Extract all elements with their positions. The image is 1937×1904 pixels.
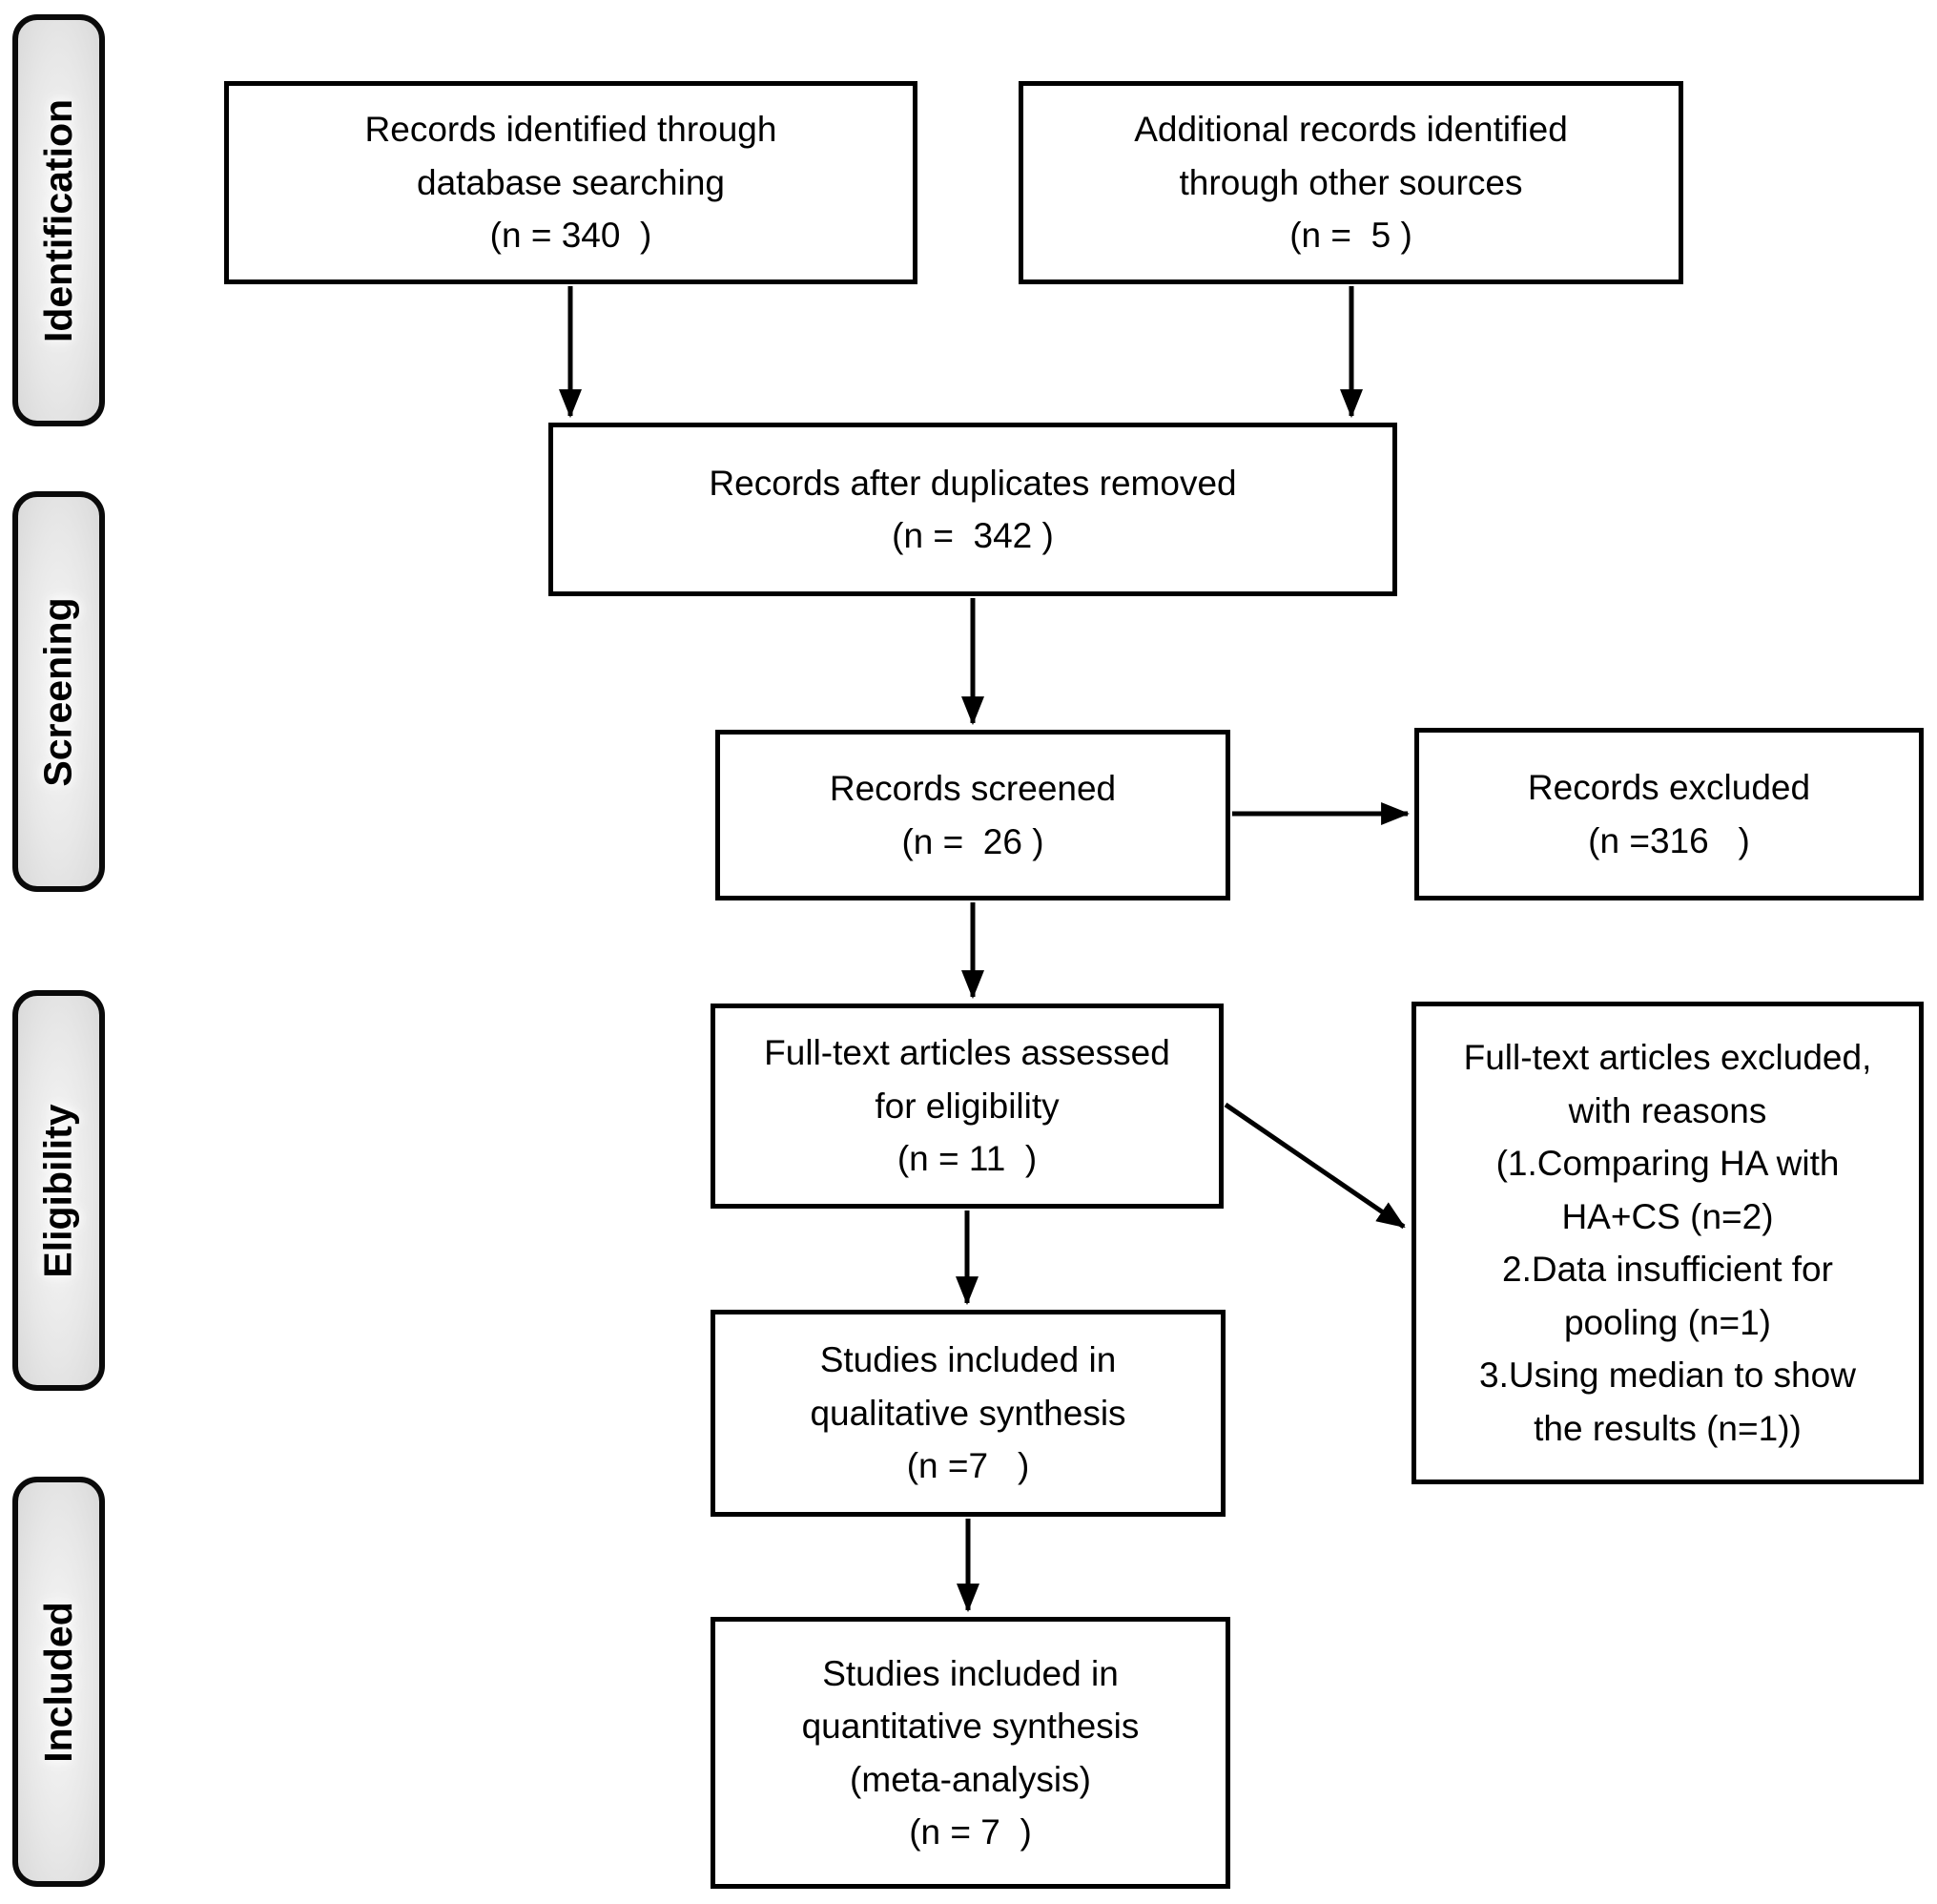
box-fulltext-assessed: Full-text articles assessed for eligibil… — [711, 1004, 1224, 1209]
box-records-after-duplicates-text: Records after duplicates removed (n = 34… — [709, 463, 1237, 556]
box-records-identified-database-text: Records identified through database sear… — [364, 110, 777, 256]
box-records-identified-database: Records identified through database sear… — [224, 81, 917, 284]
box-qualitative-synthesis: Studies included in qualitative synthesi… — [711, 1310, 1226, 1517]
stage-screening-label: Screening — [36, 596, 81, 787]
arrow-fulltext-to-excluded-reasons — [1224, 1102, 1406, 1230]
box-additional-records-other-sources: Additional records identified through ot… — [1019, 81, 1683, 284]
box-records-screened: Records screened (n = 26 ) — [715, 730, 1230, 900]
box-fulltext-excluded-reasons-text: Full-text articles excluded, with reason… — [1463, 1038, 1872, 1448]
box-records-excluded: Records excluded (n =316 ) — [1414, 728, 1924, 900]
stage-eligibility: Eligibility — [12, 990, 105, 1391]
box-quantitative-synthesis-text: Studies included in quantitative synthes… — [801, 1653, 1140, 1852]
stage-identification-label: Identification — [36, 98, 81, 342]
stage-identification: Identification — [12, 14, 105, 426]
box-additional-records-other-sources-text: Additional records identified through ot… — [1134, 110, 1568, 256]
box-fulltext-excluded-reasons: Full-text articles excluded, with reason… — [1412, 1002, 1924, 1484]
box-records-screened-text: Records screened (n = 26 ) — [829, 769, 1117, 861]
stage-included-label: Included — [36, 1601, 81, 1763]
stage-included: Included — [12, 1477, 105, 1887]
stage-eligibility-label: Eligibility — [36, 1103, 80, 1278]
box-records-excluded-text: Records excluded (n =316 ) — [1527, 768, 1811, 860]
box-qualitative-synthesis-text: Studies included in qualitative synthesi… — [810, 1340, 1126, 1486]
stage-screening: Screening — [12, 491, 105, 892]
box-quantitative-synthesis: Studies included in quantitative synthes… — [711, 1617, 1230, 1889]
box-records-after-duplicates: Records after duplicates removed (n = 34… — [548, 423, 1397, 596]
box-fulltext-assessed-text: Full-text articles assessed for eligibil… — [764, 1033, 1170, 1179]
